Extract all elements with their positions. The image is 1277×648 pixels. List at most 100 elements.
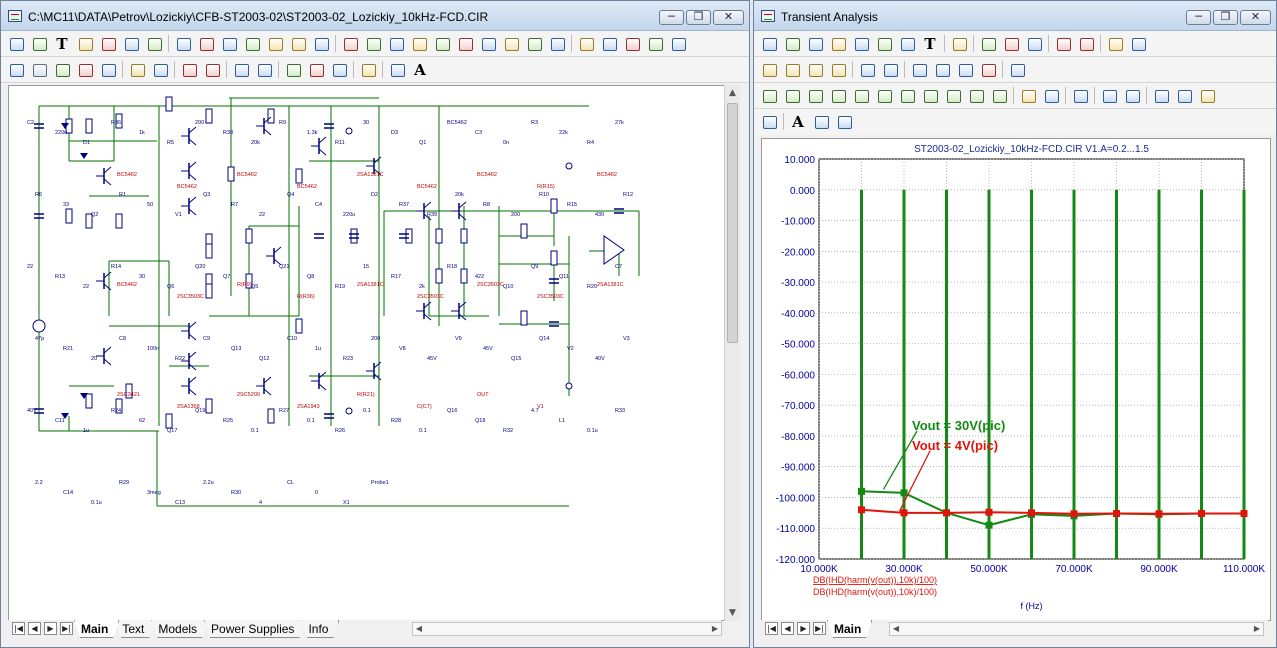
toolbar-tool-icon[interactable]: [197, 35, 215, 52]
transient-analysis-window[interactable]: Transient Analysis ─ ❐ ✕ T A ST2003-02_L…: [753, 0, 1277, 648]
toolbar-tool-icon[interactable]: [806, 87, 824, 104]
toolbar-tool-icon[interactable]: [858, 61, 876, 78]
text-tool-icon[interactable]: T: [924, 35, 936, 53]
toolbar-tool-icon[interactable]: [852, 35, 870, 52]
toolbar-tool-icon[interactable]: [1054, 35, 1072, 52]
toolbar-tool-icon[interactable]: [1106, 35, 1124, 52]
toolbar-tool-icon[interactable]: [330, 61, 348, 78]
scroll-right-arrow-icon[interactable]: ▶: [1253, 624, 1261, 633]
toolbar-tool-icon[interactable]: [1002, 35, 1020, 52]
toolbar-tool-icon[interactable]: [203, 61, 221, 78]
close-button[interactable]: ✕: [1240, 10, 1271, 25]
toolbar-tool-icon[interactable]: [646, 35, 664, 52]
toolbar-tool-icon[interactable]: [990, 87, 1008, 104]
toolbar-tool-icon[interactable]: [243, 35, 261, 52]
toolbar-tool-icon[interactable]: [548, 35, 566, 52]
toolbar-tool-icon[interactable]: [1019, 87, 1037, 104]
scroll-left-arrow-icon[interactable]: ◀: [415, 624, 423, 633]
minimize-button[interactable]: ─: [659, 10, 684, 25]
toolbar-tool-icon[interactable]: [255, 61, 273, 78]
toolbar-tool-icon[interactable]: [829, 87, 847, 104]
toolbar-tool-icon[interactable]: [1008, 61, 1026, 78]
toolbar-tool-icon[interactable]: [1198, 87, 1216, 104]
next-page-button[interactable]: ▶: [797, 622, 810, 635]
toolbar-tool-icon[interactable]: [99, 61, 117, 78]
toolbar-tool-icon[interactable]: [53, 61, 71, 78]
font-icon[interactable]: A: [414, 61, 426, 79]
toolbar-tool-icon[interactable]: [456, 35, 474, 52]
toolbar-tool-icon[interactable]: [220, 35, 238, 52]
toolbar-tool-icon[interactable]: [967, 87, 985, 104]
last-page-button[interactable]: ▶|: [813, 622, 826, 635]
toolbar-tool-icon[interactable]: [835, 113, 853, 130]
toolbar-tool-icon[interactable]: [433, 35, 451, 52]
toolbar-tool-icon[interactable]: [410, 35, 428, 52]
toolbar-tool-icon[interactable]: [289, 35, 307, 52]
scroll-left-arrow-icon[interactable]: ◀: [892, 624, 900, 633]
schematic-vertical-scrollbar[interactable]: ▲ ▼: [724, 85, 740, 621]
toolbar-tool-icon[interactable]: [875, 35, 893, 52]
toolbar-tool-icon[interactable]: [898, 35, 916, 52]
toolbar-tool-icon[interactable]: [128, 61, 146, 78]
toolbar-tool-icon[interactable]: [623, 35, 641, 52]
toolbar-tool-icon[interactable]: [122, 35, 140, 52]
toolbar-tool-icon[interactable]: [1077, 35, 1095, 52]
tab-text[interactable]: Text: [115, 620, 155, 638]
toolbar-tool-icon[interactable]: [312, 35, 330, 52]
toolbar-tool-icon[interactable]: [180, 61, 198, 78]
text-tool-icon[interactable]: T: [56, 35, 68, 53]
toolbar-tool-icon[interactable]: [1123, 87, 1141, 104]
toolbar-tool-icon[interactable]: [760, 87, 778, 104]
toolbar-tool-icon[interactable]: [1071, 87, 1089, 104]
toolbar-tool-icon[interactable]: [232, 61, 250, 78]
toolbar-tool-icon[interactable]: [266, 35, 284, 52]
toolbar-tool-icon[interactable]: [921, 87, 939, 104]
toolbar-tool-icon[interactable]: [76, 35, 94, 52]
prev-page-button[interactable]: ◀: [781, 622, 794, 635]
restore-button[interactable]: ❐: [1213, 10, 1238, 25]
scroll-thumb[interactable]: [727, 103, 738, 343]
toolbar-tool-icon[interactable]: [760, 61, 778, 78]
transient-horizontal-scrollbar[interactable]: ◀ ▶: [889, 622, 1264, 636]
toolbar-tool-icon[interactable]: [502, 35, 520, 52]
first-page-button[interactable]: |◀: [12, 622, 25, 635]
toolbar-tool-icon[interactable]: [7, 61, 25, 78]
toolbar-tool-icon[interactable]: [7, 35, 25, 52]
transient-titlebar[interactable]: Transient Analysis ─ ❐ ✕: [754, 1, 1276, 31]
toolbar-tool-icon[interactable]: [669, 35, 687, 52]
toolbar-tool-icon[interactable]: [829, 61, 847, 78]
toolbar-tool-icon[interactable]: [1152, 87, 1170, 104]
first-page-button[interactable]: |◀: [765, 622, 778, 635]
toolbar-tool-icon[interactable]: [933, 61, 951, 78]
tab-main[interactable]: Main: [74, 620, 119, 638]
toolbar-tool-icon[interactable]: [30, 35, 48, 52]
scroll-right-arrow-icon[interactable]: ▶: [711, 624, 719, 633]
toolbar-tool-icon[interactable]: [1025, 35, 1043, 52]
toolbar-tool-icon[interactable]: [898, 87, 916, 104]
toolbar-tool-icon[interactable]: [783, 35, 801, 52]
toolbar-tool-icon[interactable]: [875, 87, 893, 104]
toolbar-tool-icon[interactable]: [388, 61, 406, 78]
toolbar-tool-icon[interactable]: [783, 87, 801, 104]
toolbar-tool-icon[interactable]: [910, 61, 928, 78]
toolbar-tool-icon[interactable]: [525, 35, 543, 52]
toolbar-tool-icon[interactable]: [950, 35, 968, 52]
next-page-button[interactable]: ▶: [44, 622, 57, 635]
toolbar-tool-icon[interactable]: [829, 35, 847, 52]
tab-models[interactable]: Models: [151, 620, 208, 638]
toolbar-tool-icon[interactable]: [760, 35, 778, 52]
toolbar-tool-icon[interactable]: [151, 61, 169, 78]
schematic-horizontal-scrollbar[interactable]: ◀ ▶: [412, 622, 722, 636]
toolbar-tool-icon[interactable]: [577, 35, 595, 52]
toolbar-tool-icon[interactable]: [174, 35, 192, 52]
toolbar-tool-icon[interactable]: [341, 35, 359, 52]
minimize-button[interactable]: ─: [1186, 10, 1211, 25]
toolbar-tool-icon[interactable]: [479, 35, 497, 52]
toolbar-tool-icon[interactable]: [852, 87, 870, 104]
toolbar-tool-icon[interactable]: [387, 35, 405, 52]
tab-power-supplies[interactable]: Power Supplies: [204, 620, 305, 638]
scroll-up-arrow-icon[interactable]: ▲: [729, 88, 736, 98]
toolbar-tool-icon[interactable]: [1042, 87, 1060, 104]
toolbar-tool-icon[interactable]: [979, 35, 997, 52]
